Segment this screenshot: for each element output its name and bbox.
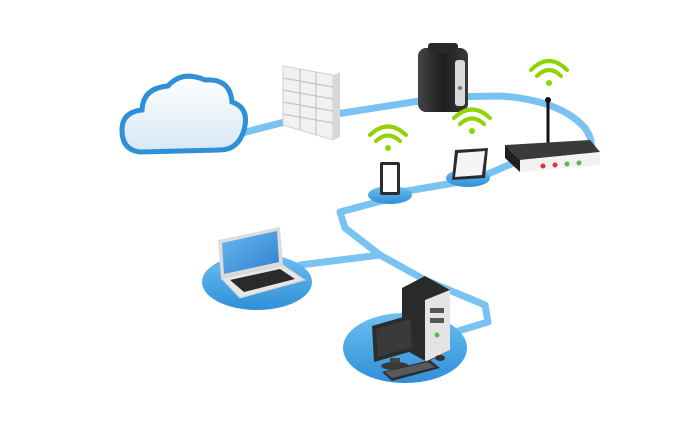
wifi-router-icon <box>529 59 569 86</box>
wifi-tablet-1-icon <box>368 124 408 151</box>
tablet-2-icon <box>452 148 488 180</box>
laptop-icon <box>218 227 307 299</box>
router-icon <box>505 97 600 172</box>
desktop-computer-icon <box>372 276 450 381</box>
link-tablet1-branch <box>336 196 389 259</box>
link-branch-laptop <box>296 251 384 269</box>
firewall-icon <box>282 65 340 141</box>
tablet-1-icon <box>380 162 400 195</box>
server-icon <box>418 43 468 112</box>
link-branch-desktop <box>376 251 492 339</box>
cloud-icon <box>119 73 248 155</box>
wifi-tablet-2-icon <box>452 107 492 134</box>
